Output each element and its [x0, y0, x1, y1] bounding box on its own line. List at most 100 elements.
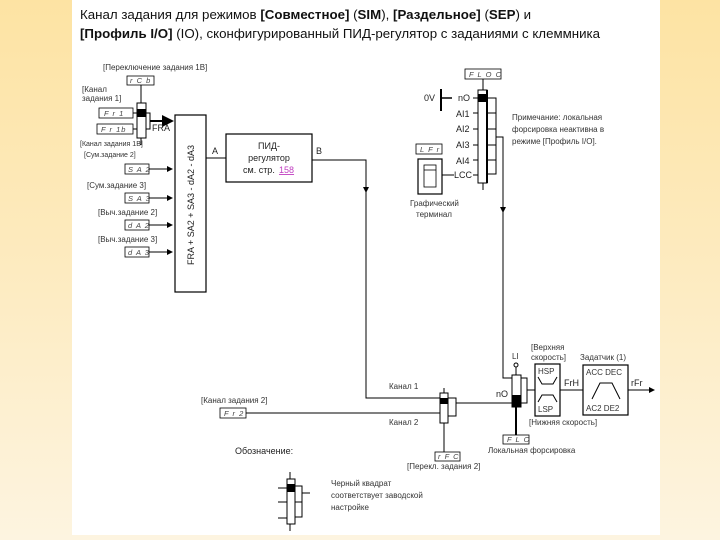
local-forcing-label: Локальная форсировка	[488, 446, 576, 455]
pid-block	[225, 133, 313, 183]
sa2-code: S A 2	[128, 165, 151, 174]
title-sim-mode: [Совместное]	[260, 7, 350, 22]
sum3-label: [Сум.задание 3]	[87, 181, 146, 190]
flo-code-box	[502, 434, 530, 445]
note-line3: режиме [Профиль I/O].	[512, 137, 597, 146]
input-lcc: LCC	[454, 170, 473, 180]
legend-text-line1: Черный квадрат	[331, 479, 392, 488]
terminal-switch	[477, 89, 512, 379]
fr1-code: F r 1	[104, 109, 124, 118]
lsp-label: LSP	[538, 405, 553, 414]
rcb-code: r C b	[130, 76, 151, 85]
title-sep-mode: [Раздельное]	[393, 7, 481, 22]
switch2-bracket	[448, 397, 457, 417]
hsp-curve-icon	[537, 376, 558, 385]
note-line2: форсировка неактивна в	[512, 125, 604, 134]
input-ai3: AI3	[456, 140, 470, 150]
graphic-terminal-line2: терминал	[416, 210, 452, 219]
da2-code: d A 2	[128, 221, 150, 230]
flo-code: F L O	[507, 435, 530, 444]
input-ai1: AI1	[456, 109, 470, 119]
no-label: nO	[496, 389, 508, 399]
title-text: (	[349, 7, 358, 22]
switch2-label: [Перекл. задания 2]	[407, 462, 480, 471]
zero-v-label: 0V	[424, 93, 435, 103]
terminal-switch-body	[477, 89, 488, 184]
legend-switch-icon	[278, 472, 310, 531]
sum2-label: [Сум.задание 2]	[84, 152, 136, 159]
terminal-output-line	[496, 136, 512, 379]
summing-block	[174, 114, 207, 293]
channel2-label: Канал 2	[389, 418, 419, 427]
high-speed-line1: [Верхняя	[531, 343, 564, 352]
channel1-label: Канал 1	[389, 382, 419, 391]
sub3-label: [Выч.задание 3]	[98, 235, 157, 244]
input-no: nO	[458, 93, 470, 103]
floc-code: F L O C	[469, 70, 502, 79]
ramp-block	[582, 364, 629, 416]
title-text: (IO), сконфигурированный ПИД-регулятор с…	[172, 26, 601, 41]
switch2-body	[439, 392, 449, 424]
title-text: ),	[381, 7, 394, 22]
switch1-label: [Переключение задания 1B]	[103, 63, 207, 72]
fra-label: FRA	[152, 123, 170, 133]
da3-code: d A 3	[128, 248, 150, 257]
legend-title: Обозначение:	[235, 446, 293, 456]
hsp-label: HSP	[538, 367, 554, 376]
local-switch-default-marker	[512, 395, 521, 407]
title-sep-code: SEP	[488, 7, 516, 22]
ramp-curve-icon	[591, 382, 621, 400]
page-title: Канал задания для режимов [Совместное] (…	[80, 5, 670, 43]
lsp-curve-icon	[537, 394, 558, 403]
switch1-body	[136, 102, 147, 139]
pid-page-link[interactable]: 158	[279, 165, 294, 175]
lfr-code: L F r	[420, 145, 440, 154]
switch1-default-marker	[137, 109, 146, 117]
switch2	[439, 388, 512, 452]
title-text: ) и	[515, 7, 532, 22]
channel2-ref-label: [Канал задания 2]	[201, 396, 267, 405]
acc-dec-label: ACC DEC	[586, 368, 622, 377]
sub2-label: [Выч.задание 2]	[98, 208, 157, 217]
pid-line2: регулятор	[248, 153, 290, 163]
switch1	[136, 102, 174, 145]
terminal-screen-icon	[423, 164, 437, 188]
rfr-label: rFr	[631, 378, 643, 388]
graphic-terminal-line1: Графический	[410, 199, 459, 208]
terminal-switch-bracket	[487, 97, 497, 175]
speed-limiter-block	[534, 363, 561, 417]
legend-default-marker	[287, 484, 295, 492]
title-line-1: Канал задания для режимов [Совместное] (…	[80, 5, 670, 24]
rfc-code-box	[434, 451, 461, 462]
sa3-code: S A 3	[128, 194, 151, 203]
li-label: LI	[512, 352, 519, 361]
b-output-line	[312, 159, 440, 399]
input-ai4: AI4	[456, 156, 470, 166]
pid-input-label: A	[212, 146, 218, 156]
summing-block-text: FRA + SA2 + SA3 - dA2 - dA3	[186, 145, 196, 265]
li-terminal-icon	[513, 362, 519, 368]
ramp-title: Задатчик (1)	[580, 353, 626, 362]
fr1b-code: F r 1b	[101, 125, 126, 134]
terminal-switch-default-marker	[478, 94, 487, 102]
ac2-de2-label: AC2 DE2	[586, 404, 620, 413]
low-speed-label: [Нижняя скорость]	[529, 418, 597, 427]
title-text: (	[480, 7, 489, 22]
legend-text-line3: настройке	[331, 503, 369, 512]
title-text: Канал задания для режимов	[80, 7, 261, 22]
pid-output-label: B	[316, 146, 322, 156]
legend-text-line2: соответствует заводской	[331, 491, 423, 500]
channel1b-label: [Канал задания 1B]	[80, 141, 143, 148]
title-line-2: [Профиль I/O] (IO), сконфигурированный П…	[80, 24, 670, 43]
input-ai2: AI2	[456, 124, 470, 134]
high-speed-line2: скорость]	[531, 353, 566, 362]
channel1-label-line1: [Канал	[82, 85, 107, 94]
local-forcing-switch	[511, 374, 535, 435]
switch2-default-marker	[440, 398, 448, 404]
local-switch-bracket	[521, 377, 528, 404]
title-io-mode: [Профиль I/O]	[80, 26, 173, 41]
lfr-code-box	[415, 143, 443, 155]
switch1-bracket	[146, 112, 151, 130]
channel1-label-line2: задания 1]	[82, 94, 121, 103]
fr2-code: F r 2	[224, 409, 244, 418]
